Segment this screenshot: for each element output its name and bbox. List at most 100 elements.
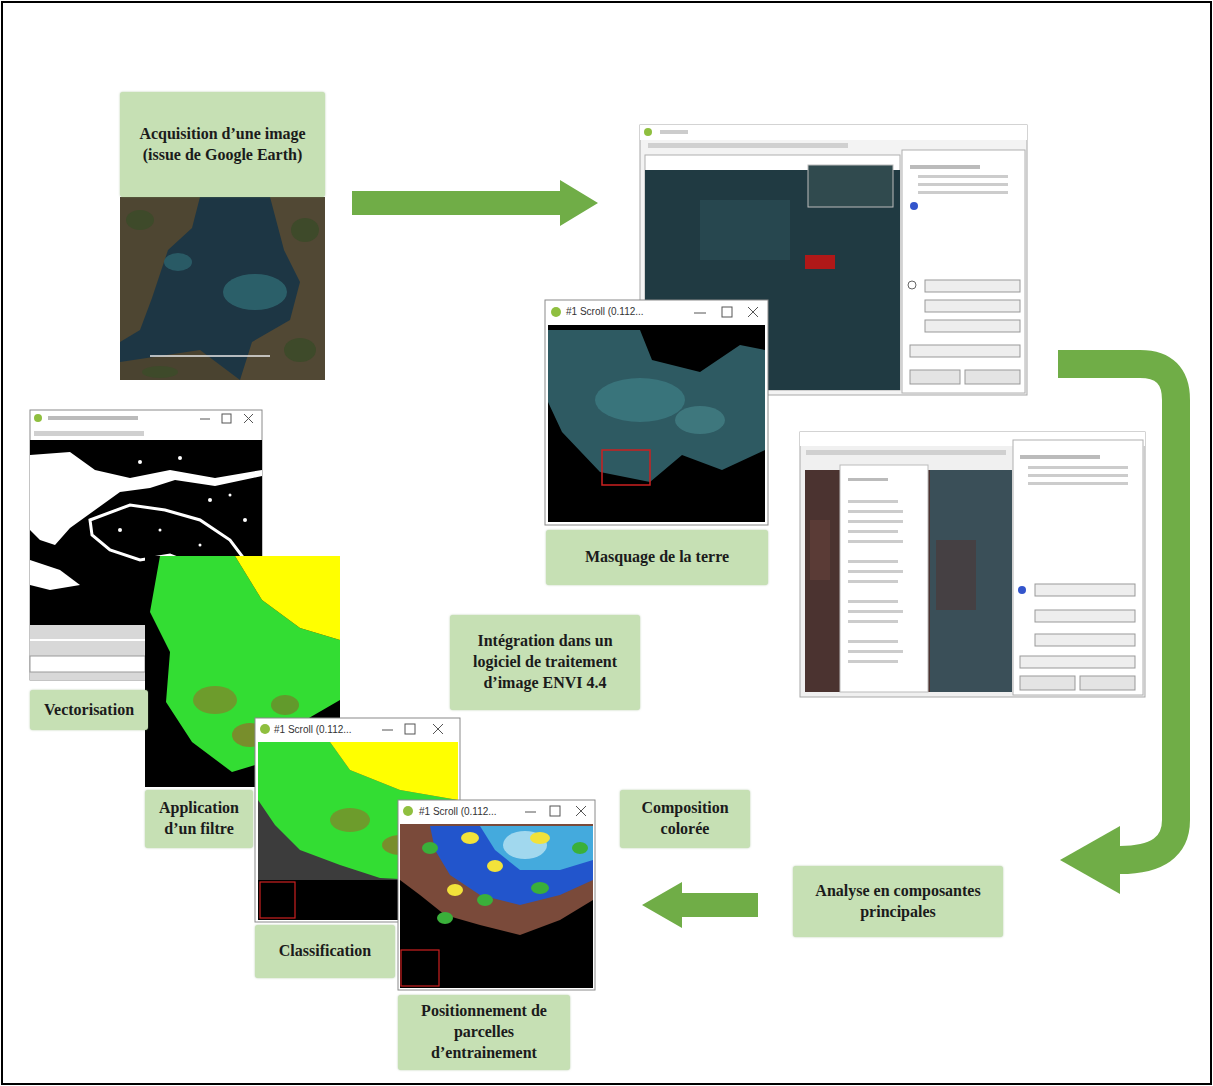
envi-stretch-window — [848, 520, 903, 523]
envi-stretch-window — [848, 650, 903, 653]
satellite-image — [284, 338, 316, 362]
classification-window — [260, 882, 295, 918]
training-window — [437, 912, 453, 924]
vector-window — [118, 528, 122, 532]
mask-window — [545, 300, 768, 525]
window-title: #1 Scroll (0.112... — [274, 724, 352, 736]
satellite-image — [164, 253, 192, 271]
envi-stretch-window — [848, 530, 898, 533]
training-window — [430, 826, 593, 905]
training-window — [531, 882, 549, 894]
satellite-image — [120, 350, 240, 380]
envi-stretch-window — [848, 570, 903, 573]
satellite-image — [150, 355, 270, 357]
envi-stretch-window — [936, 540, 976, 610]
envi-stretch-window — [1035, 610, 1135, 622]
envi-stretch-window — [1028, 482, 1128, 485]
envi-stretch-window — [1035, 634, 1135, 646]
envi-stretch-window — [848, 620, 898, 623]
filter-image — [193, 686, 237, 714]
vector-window — [30, 452, 262, 545]
vector-window — [229, 494, 232, 497]
vector-window — [30, 656, 145, 672]
envi-stretch-window — [1028, 474, 1128, 477]
step-box: Masquage de la terre — [546, 530, 768, 585]
envi-stretch-window — [800, 432, 1145, 697]
vector-window — [48, 416, 138, 420]
envi-stretch-window — [810, 520, 830, 580]
vector-window — [243, 518, 247, 522]
training-window — [487, 860, 503, 872]
satellite-image — [126, 210, 154, 230]
envi-window — [918, 175, 1008, 178]
envi-stretch-window — [806, 450, 1006, 455]
step-label: Composition colorée — [626, 798, 744, 840]
vector-window — [200, 419, 210, 420]
vector-window — [178, 456, 182, 460]
vector-window — [30, 560, 80, 590]
classification-window — [433, 724, 443, 734]
step-label: Vectorisation — [44, 700, 134, 721]
mask-window — [748, 307, 758, 317]
envi-window — [902, 150, 1025, 393]
classification-window — [382, 730, 393, 731]
window-title: #1 Scroll (0.112... — [566, 306, 644, 318]
step-box: Classification — [255, 925, 395, 978]
step-label: Intégration dans un logiciel de traiteme… — [456, 631, 634, 693]
satellite-image — [120, 197, 325, 380]
training-window — [525, 812, 536, 813]
envi-window — [910, 202, 918, 210]
mask-window — [602, 450, 650, 485]
envi-stretch-window — [1028, 466, 1128, 469]
envi-stretch-window — [848, 510, 903, 513]
satellite-image — [120, 197, 325, 380]
window-title: #1 Scroll (0.112... — [419, 806, 497, 818]
envi-window — [925, 280, 1020, 292]
vector-window — [34, 414, 42, 422]
satellite-image — [223, 274, 287, 310]
step-label: Application d’un filtre — [151, 798, 247, 840]
envi-stretch-window — [1035, 584, 1135, 596]
step-label: Classification — [279, 941, 371, 962]
envi-stretch-window — [1013, 440, 1143, 695]
envi-stretch-window — [848, 660, 898, 663]
envi-window — [910, 370, 960, 384]
training-window — [403, 806, 413, 816]
classification-window — [330, 742, 458, 800]
satellite-image — [120, 197, 200, 342]
envi-window — [908, 281, 916, 289]
vector-window — [199, 544, 202, 547]
step-label: Analyse en composantes principales — [799, 881, 997, 923]
step-box: Acquisition d’une image (issue de Google… — [120, 92, 325, 197]
envi-stretch-window — [1020, 455, 1100, 459]
step-box: Vectorisation — [30, 690, 148, 730]
flow-arrow-curved — [1058, 364, 1176, 860]
mask-window — [675, 406, 725, 434]
envi-stretch-window — [848, 500, 898, 503]
envi-stretch-window — [840, 465, 928, 692]
mask-window — [548, 325, 765, 522]
envi-window — [925, 300, 1020, 312]
flow-arrow — [352, 180, 598, 226]
vector-window — [34, 431, 144, 436]
envi-stretch-window — [848, 600, 898, 603]
classification-window — [405, 724, 415, 734]
envi-window — [918, 183, 1008, 186]
step-box: Analyse en composantes principales — [793, 866, 1003, 937]
envi-stretch-window — [848, 580, 898, 583]
envi-window — [805, 255, 835, 269]
envi-stretch-window — [1018, 586, 1026, 594]
vector-window — [208, 498, 212, 502]
envi-stretch-window — [848, 478, 888, 481]
training-window — [477, 894, 493, 906]
envi-stretch-window — [848, 640, 898, 643]
envi-stretch-window — [1020, 656, 1135, 668]
training-window — [576, 806, 586, 816]
flow-arrow — [352, 180, 598, 226]
envi-stretch-window — [848, 610, 903, 613]
training-window — [447, 884, 463, 896]
vector-window — [222, 414, 231, 423]
